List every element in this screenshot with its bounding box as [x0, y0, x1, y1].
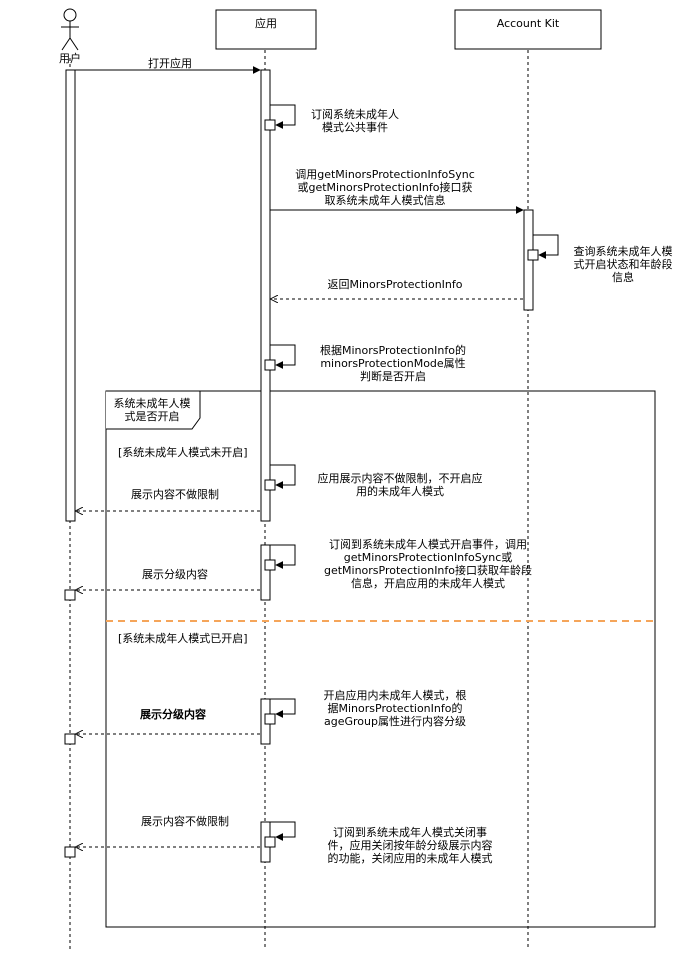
account-kit-participant-box: [454, 9, 602, 50]
self-msg-unlimited: [264, 464, 296, 491]
self-msg-unlimited-label: 应用展示内容不做限制，不开启应 用的未成年人模式: [317, 472, 483, 498]
self-msg-subscribe: [264, 104, 296, 131]
msg-return-info-label: 返回MinorsProtectionInfo: [327, 278, 463, 291]
self-msg-query: [527, 234, 559, 261]
account-kit-label: Account Kit: [496, 17, 560, 30]
self-msg-subscribe-on-label: 订阅到系统未成年人模式开启事件，调用 getMinorsProtectionIn…: [323, 538, 533, 590]
user-activation: [65, 69, 76, 522]
self-msg-grade-label: 开启应用内未成年人模式，根 据MinorsProtectionInfo的 age…: [323, 689, 467, 728]
reply-unlimited-label-2: 展示内容不做限制: [141, 815, 229, 828]
app-activation-2: [260, 544, 271, 601]
alt-fragment-frame: [105, 390, 656, 928]
user-actor-icon: [61, 8, 79, 51]
alt-fragment-title: 系统未成年人模 式是否开启: [113, 397, 191, 423]
app-activation-main: [260, 69, 271, 522]
reply-unlimited-label: 展示内容不做限制: [131, 488, 219, 501]
self-msg-judge: [264, 344, 296, 371]
reply-graded-label-2: 展示分级内容: [140, 708, 206, 721]
app-label: 应用: [255, 17, 277, 30]
alt-fragment-title-tab: [106, 390, 201, 430]
user-activation-small-1: [64, 589, 76, 601]
self-msg-grade: [264, 698, 296, 725]
reply-graded-label-1: 展示分级内容: [142, 568, 208, 581]
self-msg-close-label: 订阅到系统未成年人模式关闭事 件，应用关闭按年龄分级展示内容 的功能，关闭应用的…: [327, 826, 493, 865]
msg-open-app-label: 打开应用: [148, 57, 192, 70]
guard-mode-on: [系统未成年人模式已开启]: [118, 632, 248, 645]
msg-subscribe-label: 订阅系统未成年人 模式公共事件: [311, 108, 399, 134]
self-msg-subscribe-on: [264, 544, 296, 571]
msg-query-label: 查询系统未成年人模 式开启状态和年龄段 信息: [573, 245, 673, 284]
msg-call-label: 调用getMinorsProtectionInfoSync 或getMinors…: [295, 168, 475, 207]
user-label: 用户: [59, 52, 81, 65]
app-participant-box: [215, 9, 317, 50]
msg-judge-label: 根据MinorsProtectionInfo的 minorsProtection…: [320, 344, 466, 383]
self-msg-close: [264, 821, 296, 848]
guard-mode-off: [系统未成年人模式未开启]: [118, 446, 248, 459]
user-activation-small-2: [64, 733, 76, 745]
user-activation-small-3: [64, 846, 76, 858]
